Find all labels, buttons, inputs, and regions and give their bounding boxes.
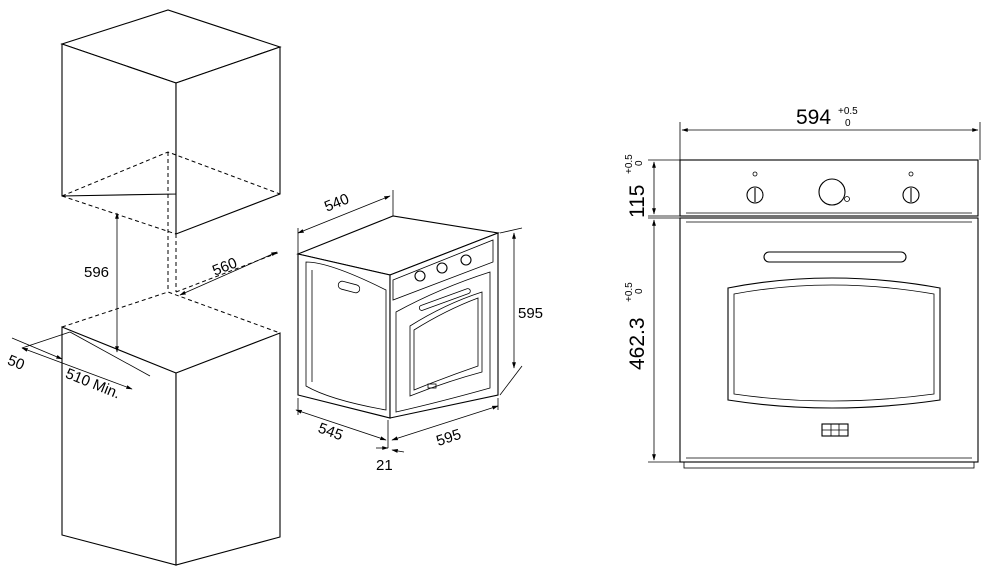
door-height-value: 462.3 bbox=[626, 317, 649, 370]
oven-front-view: 594 +0.5 0 115 +0.5 0 bbox=[624, 106, 981, 469]
front-width-tol-plus: +0.5 bbox=[838, 106, 858, 117]
top-depth-label: 540 bbox=[322, 190, 352, 215]
door-height-tol-plus: +0.5 bbox=[624, 282, 635, 302]
niche-height-label: 596 bbox=[84, 264, 109, 281]
oven-isometric-view: 540 595 545 595 21 bbox=[295, 190, 543, 474]
front-width-value: 594 bbox=[796, 106, 831, 129]
door-height-tol-zero: 0 bbox=[634, 288, 645, 294]
cabinet-niche-view: 596 560 50 510 Min. bbox=[5, 9, 282, 566]
panel-height-tol-plus: +0.5 bbox=[624, 154, 635, 174]
door-thickness-label: 21 bbox=[376, 457, 393, 474]
panel-height-value: 115 bbox=[626, 185, 649, 218]
panel-height-tol-zero: 0 bbox=[634, 160, 645, 166]
front-width-tol-zero: 0 bbox=[845, 118, 851, 129]
height-label: 595 bbox=[518, 305, 543, 322]
side-depth-label: 545 bbox=[316, 420, 345, 445]
front-width-label: 595 bbox=[434, 426, 463, 450]
gap-label: 50 bbox=[5, 352, 27, 374]
niche-width-label: 560 bbox=[210, 254, 240, 279]
